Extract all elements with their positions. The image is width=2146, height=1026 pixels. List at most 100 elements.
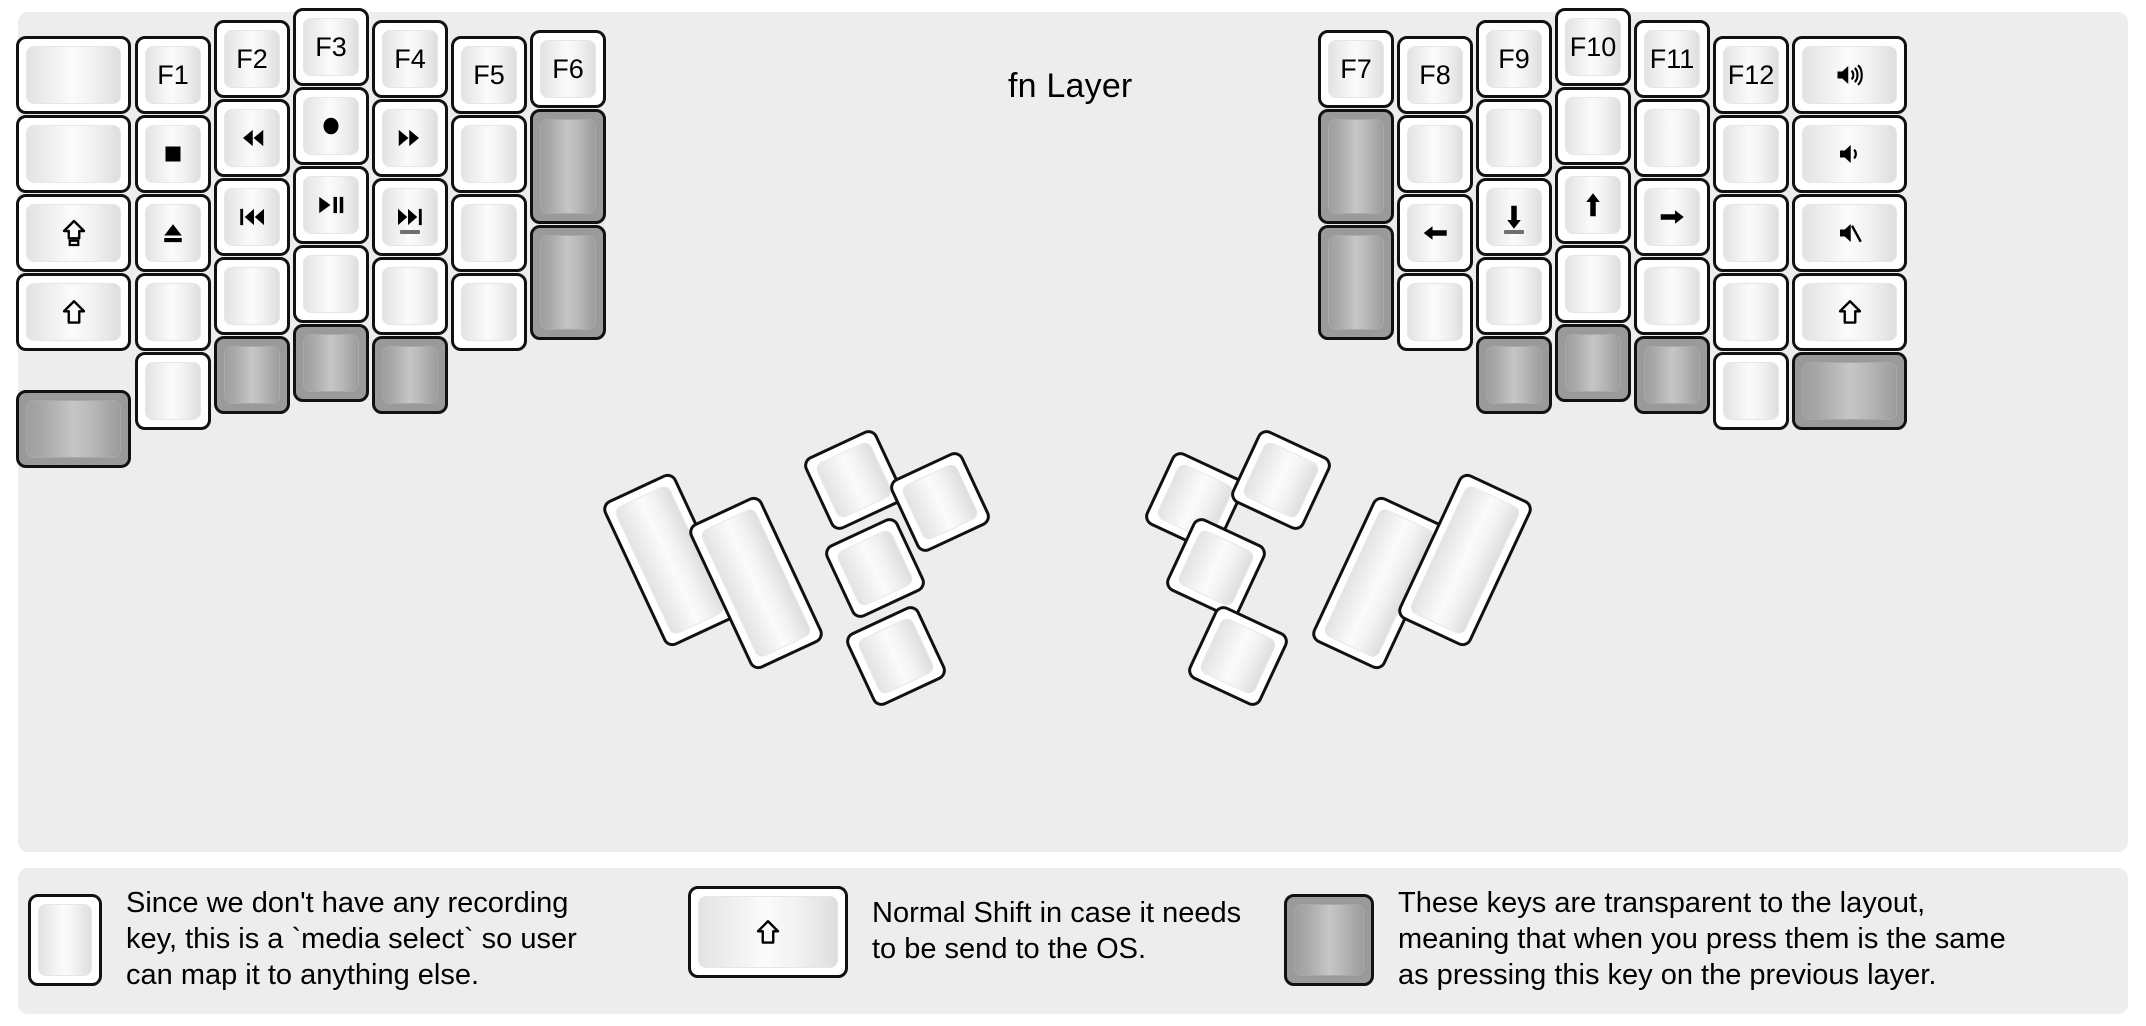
key-blank[interactable] — [135, 273, 211, 351]
key-thumb[interactable] — [1184, 602, 1292, 710]
key-f8[interactable]: F8 — [1397, 36, 1473, 114]
keycap-surface: F9 — [1486, 30, 1542, 88]
key-blank[interactable] — [451, 273, 527, 351]
key-transparent[interactable] — [1476, 336, 1552, 414]
key-blank[interactable] — [451, 115, 527, 193]
key-blank[interactable] — [1713, 352, 1789, 430]
key-caps-lock[interactable] — [16, 194, 131, 272]
key-blank[interactable] — [16, 115, 131, 193]
key-transparent[interactable] — [1792, 352, 1907, 430]
key-media-stop[interactable] — [135, 115, 211, 193]
key-media-record[interactable] — [293, 87, 369, 165]
key-label: F11 — [1649, 43, 1695, 74]
key-transparent[interactable] — [530, 109, 606, 224]
key-blank[interactable] — [293, 245, 369, 323]
media-next-track-icon — [398, 208, 422, 226]
keycap-surface — [26, 46, 121, 104]
keycap-surface — [1407, 283, 1463, 341]
key-transparent[interactable] — [530, 225, 606, 340]
key-transparent[interactable] — [1555, 324, 1631, 402]
key-blank[interactable] — [451, 194, 527, 272]
keycap-surface — [1802, 204, 1897, 262]
key-volume-up[interactable] — [1792, 36, 1907, 114]
key-media-eject[interactable] — [135, 194, 211, 272]
homing-bar — [1504, 230, 1524, 234]
key-blank[interactable] — [372, 257, 448, 335]
key-blank[interactable] — [135, 352, 211, 430]
key-volume-mute[interactable] — [1792, 194, 1907, 272]
keycap-surface — [1565, 97, 1621, 155]
legend-key-sample — [688, 886, 848, 978]
key-f1[interactable]: F1 — [135, 36, 211, 114]
key-media-fast-forward[interactable] — [372, 99, 448, 177]
key-transparent[interactable] — [293, 324, 369, 402]
key-transparent[interactable] — [372, 336, 448, 414]
key-arrow-right[interactable] — [1634, 178, 1710, 256]
key-thumb[interactable] — [842, 602, 950, 710]
key-volume-down[interactable] — [1792, 115, 1907, 193]
key-blank[interactable] — [1634, 99, 1710, 177]
key-blank[interactable] — [1476, 257, 1552, 335]
key-thumb[interactable] — [1227, 426, 1335, 534]
key-blank[interactable] — [16, 36, 131, 114]
keycap-surface — [382, 188, 438, 246]
keycap-surface — [1198, 616, 1278, 696]
key-blank[interactable] — [1713, 194, 1789, 272]
keycap-surface — [38, 903, 92, 976]
keycap-surface — [303, 97, 359, 155]
page-title: fn Layer — [1008, 67, 1133, 105]
key-f3[interactable]: F3 — [293, 8, 369, 86]
key-shift-arrow[interactable] — [1792, 273, 1907, 351]
key-f12[interactable]: F12 — [1713, 36, 1789, 114]
key-blank[interactable] — [1634, 257, 1710, 335]
key-label: F3 — [315, 31, 347, 62]
keycap-surface: F5 — [461, 46, 517, 104]
key-media-prev-track[interactable] — [214, 178, 290, 256]
legend-key-sample — [28, 893, 102, 986]
key-media-play-pause[interactable] — [293, 166, 369, 244]
key-blank[interactable] — [1397, 115, 1473, 193]
keycap-surface — [1407, 204, 1463, 262]
key-f11[interactable]: F11 — [1634, 20, 1710, 98]
key-blank[interactable] — [1476, 99, 1552, 177]
caps-lock-icon — [62, 219, 85, 247]
key-f2[interactable]: F2 — [214, 20, 290, 98]
key-arrow-left[interactable] — [1397, 194, 1473, 272]
keycap-surface — [699, 506, 813, 660]
key-shift-arrow[interactable] — [16, 273, 131, 351]
keycap-surface — [1644, 188, 1700, 246]
key-f10[interactable]: F10 — [1555, 8, 1631, 86]
keycap-surface: F10 — [1565, 18, 1621, 76]
key-blank[interactable] — [214, 257, 290, 335]
key-blank[interactable] — [1555, 245, 1631, 323]
key-f4[interactable]: F4 — [372, 20, 448, 98]
key-transparent[interactable] — [214, 336, 290, 414]
key-media-rewind[interactable] — [214, 99, 290, 177]
key-f5[interactable]: F5 — [451, 36, 527, 114]
key-transparent[interactable] — [16, 390, 131, 468]
key-arrow-down[interactable] — [1476, 178, 1552, 256]
keycap-surface — [814, 440, 894, 520]
key-f6[interactable]: F6 — [530, 30, 606, 108]
key-transparent[interactable] — [1318, 225, 1394, 340]
key-transparent[interactable] — [1634, 336, 1710, 414]
keycap-surface — [1644, 109, 1700, 167]
key-blank[interactable] — [1713, 115, 1789, 193]
keycap-surface — [835, 528, 915, 608]
key-f7[interactable]: F7 — [1318, 30, 1394, 108]
key-blank[interactable] — [1555, 87, 1631, 165]
key-transparent[interactable] — [1318, 109, 1394, 224]
key-label: F4 — [394, 43, 426, 74]
key-arrow-up[interactable] — [1555, 166, 1631, 244]
shift-arrow-icon — [1838, 300, 1861, 324]
media-rewind-icon — [243, 129, 264, 147]
key-f9[interactable]: F9 — [1476, 20, 1552, 98]
keycap-surface — [1644, 267, 1700, 325]
key-label: F7 — [1340, 53, 1372, 84]
key-blank[interactable] — [1713, 273, 1789, 351]
media-prev-track-icon — [240, 208, 264, 226]
key-media-next-track[interactable] — [372, 178, 448, 256]
key-blank[interactable] — [1397, 273, 1473, 351]
key-label: F6 — [552, 53, 584, 84]
